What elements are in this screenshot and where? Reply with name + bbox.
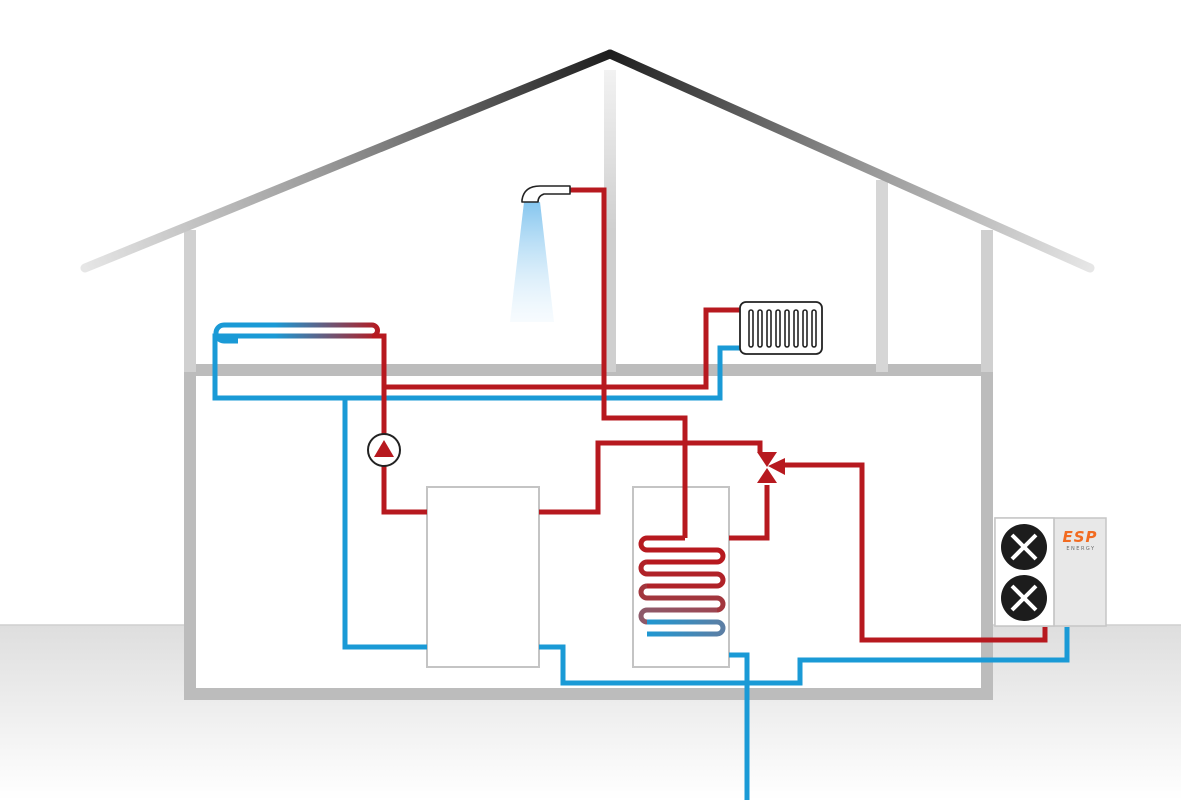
house-walls: [184, 70, 993, 700]
lower-floor-box: [184, 364, 993, 700]
coil-segment-3: [638, 583, 726, 613]
cylinder-to-valve-pipe: [729, 485, 770, 541]
valve-right-arrow: [768, 458, 785, 475]
buffer-return-pipe: [342, 398, 427, 650]
circulation-pump: [367, 433, 401, 467]
brand-logo-text: ESP: [1062, 528, 1097, 546]
coil-segment-1: [638, 535, 726, 565]
outdoor-supply-pipe: [783, 462, 1048, 643]
radiator: [739, 301, 823, 355]
shower: [510, 185, 571, 322]
roof: [80, 49, 1095, 273]
cold-water-supply-pipe: [729, 652, 750, 800]
cylinder-coil: [638, 535, 726, 637]
floor-heating-supply-pipe: [372, 333, 427, 515]
roof-right-slope: [605, 49, 1095, 273]
roof-left-slope: [80, 49, 615, 273]
buffer-to-valve-pipe: [539, 440, 763, 515]
pump-arrow-icon: [374, 440, 394, 457]
fan-top-icon: [1001, 524, 1047, 570]
buffer-tank: [426, 486, 540, 668]
valve-top-arrow: [757, 452, 777, 467]
shower-hot-water-pipe: [570, 187, 688, 538]
hot-water-cylinder: [632, 486, 730, 668]
radiator-body: [739, 301, 823, 355]
valve-bottom-arrow: [757, 468, 777, 483]
radiator-supply-pipe: [384, 307, 740, 390]
floor-heating-coil: [213, 322, 380, 344]
coil-segment-4: [638, 607, 717, 625]
shower-head: [521, 185, 571, 203]
coil-segment-2: [638, 559, 726, 589]
outdoor-heat-pump-unit: ESP ENERGY: [994, 517, 1107, 627]
coil-segment-5: [647, 619, 726, 637]
shower-water-spray: [510, 202, 554, 322]
three-way-valve: [757, 452, 785, 483]
hot-pipes: [372, 187, 1048, 643]
radiator-fins: [748, 309, 817, 348]
fan-bottom-icon: [1001, 575, 1047, 621]
buffer-to-outdoor-return-pipe: [539, 627, 1070, 686]
brand-logo-subtext: ENERGY: [1066, 546, 1095, 552]
